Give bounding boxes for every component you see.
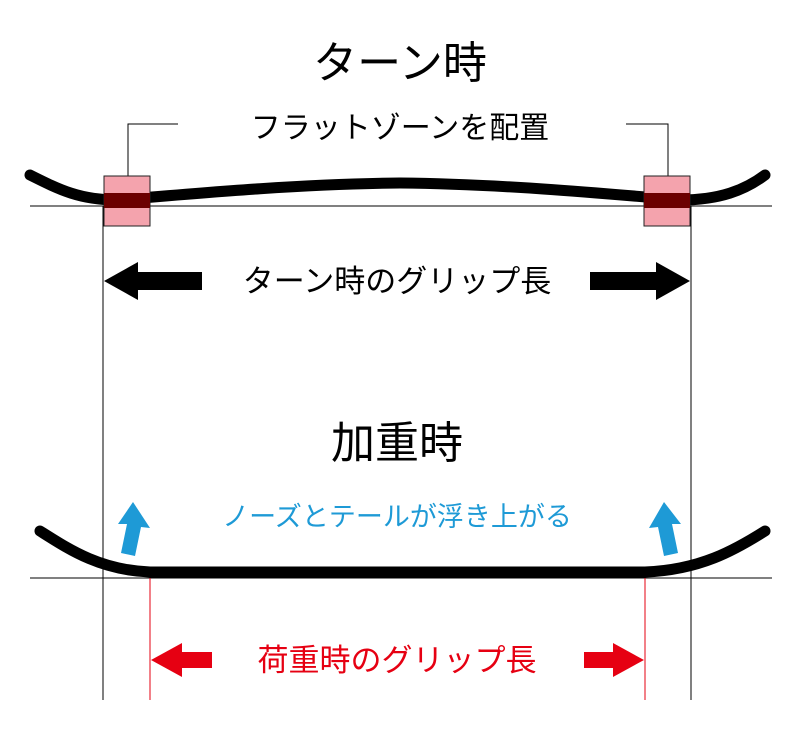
flat-zone-label: フラットゾーンを配置 — [251, 111, 550, 146]
flat-zone-right-core — [644, 193, 690, 208]
lift-label: ノーズとテールが浮き上がる — [222, 502, 572, 533]
loaded-grip-arrow-left — [151, 643, 212, 677]
flat-zone-leader-left — [127, 123, 178, 176]
loaded-grip-label: 荷重時のグリップ長 — [258, 643, 537, 679]
turn-grip-label: ターン時のグリップ長 — [243, 264, 551, 300]
tail-lift-arrow — [649, 502, 681, 556]
turn-grip-arrow-right — [590, 262, 690, 300]
loaded-title: 加重時 — [331, 418, 463, 469]
turn-title: ターン時 — [313, 38, 487, 89]
flat-zone-left-core — [104, 193, 150, 208]
nose-lift-arrow — [118, 502, 150, 556]
turn-grip-arrow-left — [104, 262, 202, 300]
loaded-grip-arrow-right — [584, 643, 644, 677]
loaded-board — [34, 525, 771, 578]
flat-zone-leader-right — [626, 123, 669, 176]
